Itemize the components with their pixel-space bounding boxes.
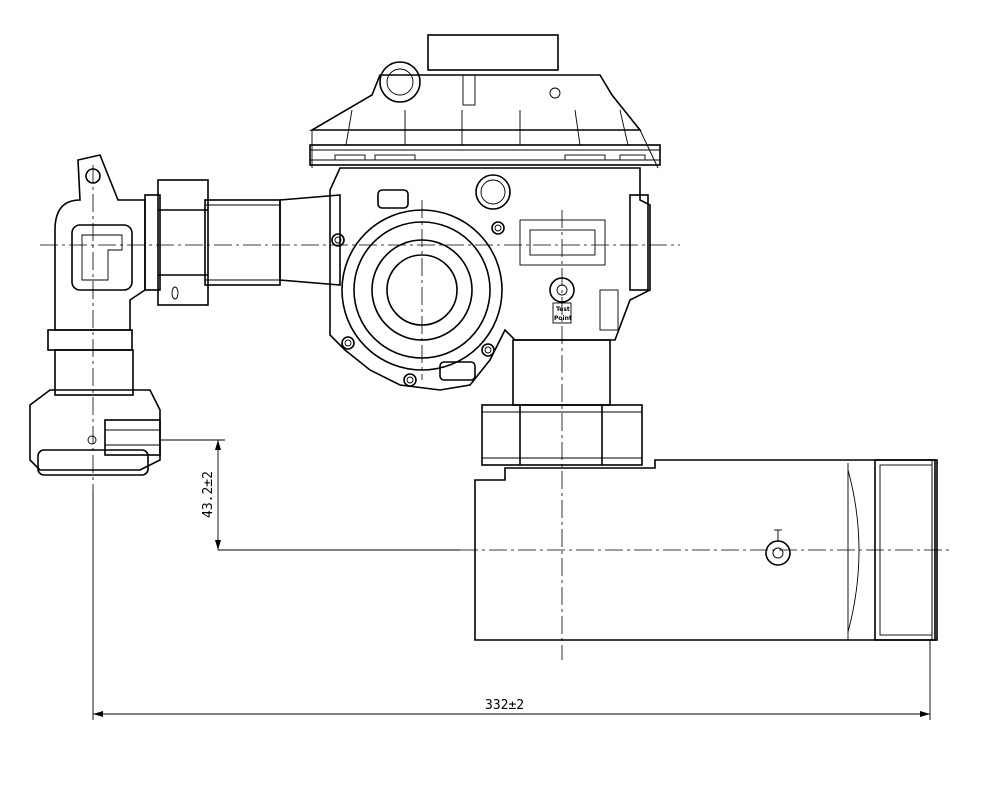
left-lower-fitting [29, 329, 161, 476]
inlet-elbow [54, 154, 146, 331]
inlet-pipe [144, 179, 341, 306]
height-dimension: 43.2±2 [160, 439, 460, 551]
test-point-label-1: Test [556, 306, 570, 313]
regulator-body [329, 167, 651, 391]
width-dimension: 332±2 [92, 490, 931, 720]
regulator-top-housing [309, 34, 661, 169]
center-lines [40, 165, 950, 660]
test-point-label-2: Point [554, 315, 572, 322]
outlet-body [474, 459, 938, 641]
height-dimension-label: 43.2±2 [201, 471, 216, 518]
width-dimension-label: 332±2 [485, 698, 524, 713]
